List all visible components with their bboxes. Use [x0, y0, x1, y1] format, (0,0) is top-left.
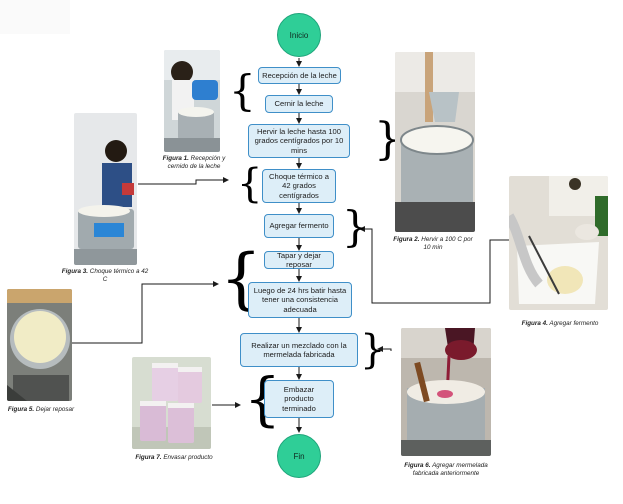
photo-figura-5 — [7, 289, 72, 401]
step-choque-termico: Choque térmico a 42 grados centígrados — [262, 169, 336, 203]
step-batir: Luego de 24 hrs batir hasta tener una co… — [248, 282, 352, 318]
photo-figura-2 — [395, 52, 475, 232]
step-mezclado: Realizar un mezclado con la mermelada fa… — [240, 333, 358, 367]
step-label: Realizar un mezclado con la mermelada fa… — [251, 340, 347, 359]
brace-3: { — [237, 161, 263, 207]
step-tapar-reposar: Tapar y dejar reposar — [264, 251, 334, 269]
figure-text: Recepción y cernido de la leche — [167, 155, 226, 170]
figure-label: Figura 4. — [521, 320, 548, 327]
step-embazar: Embazar producto terminado — [264, 380, 334, 418]
caption-figura-3: Figura 3. Choque térmico a 42 C — [60, 268, 150, 284]
end-terminal: Fin — [277, 434, 321, 478]
figure-label: Figura 5. — [7, 406, 35, 413]
figure-label: Figura 6. — [404, 462, 431, 469]
brace-4: } — [342, 202, 369, 251]
arrow-fig4 — [359, 226, 516, 304]
caption-figura-1: Figura 1. Recepción y cernido de la lech… — [154, 155, 234, 171]
step-cernir: Cernir la leche — [265, 95, 333, 113]
photo-figura-6 — [401, 328, 491, 456]
step-label: Choque térmico a 42 grados centígrados — [269, 171, 329, 200]
arrow-fig3 — [138, 177, 229, 185]
blank-corner — [0, 0, 70, 34]
step-label: Recepción de la leche — [262, 70, 337, 80]
arrow-fig5 — [72, 281, 219, 344]
figure-text: Choque térmico a 42 C — [89, 268, 149, 283]
arrow-fig6 — [377, 346, 392, 352]
step-label: Tapar y dejar reposar — [277, 250, 321, 269]
step-hervir: Hervir la leche hasta 100 grados centígr… — [248, 124, 350, 158]
start-label: Inicio — [289, 30, 309, 40]
photo-figura-3 — [74, 113, 137, 265]
caption-figura-6: Figura 6. Agregar mermelada fabricada an… — [392, 462, 500, 478]
photo-figura-4 — [509, 176, 608, 310]
figure-label: Figura 2. — [393, 236, 420, 243]
step-recepcion: Recepción de la leche — [258, 67, 341, 84]
end-label: Fin — [293, 451, 305, 461]
step-label: Hervir la leche hasta 100 grados centígr… — [254, 126, 344, 155]
photo-figura-1 — [164, 50, 220, 152]
step-agregar-fermento: Agregar fermento — [264, 214, 334, 238]
caption-figura-2: Figura 2. Hervir a 100 C por 10 min — [390, 236, 476, 252]
step-label: Cernir la leche — [274, 99, 324, 109]
step-label: Embazar producto terminado — [282, 384, 316, 413]
brace-6: } — [360, 327, 386, 373]
figure-text: Agregar fermento — [549, 320, 599, 327]
caption-figura-5: Figura 5. Dejar reposar — [0, 406, 82, 414]
figure-text: Dejar reposar — [35, 406, 75, 413]
photo-figura-7 — [132, 357, 211, 449]
caption-figura-4: Figura 4. Agregar fermento — [512, 320, 608, 328]
caption-figura-7: Figura 7. Envasar producto — [124, 454, 224, 462]
step-label: Luego de 24 hrs batir hasta tener una co… — [253, 285, 347, 314]
figure-label: Figura 3. — [61, 268, 89, 275]
figure-label: Figura 1. — [162, 155, 189, 162]
figure-label: Figura 7. — [135, 454, 162, 461]
figure-text: Hervir a 100 C por 10 min — [421, 236, 473, 251]
figure-text: Agregar mermelada fabricada anteriorment… — [412, 462, 488, 477]
start-terminal: Inicio — [277, 13, 321, 57]
brace-1: { — [229, 66, 256, 115]
step-label: Agregar fermento — [269, 221, 329, 231]
figure-text: Envasar producto — [163, 454, 213, 461]
